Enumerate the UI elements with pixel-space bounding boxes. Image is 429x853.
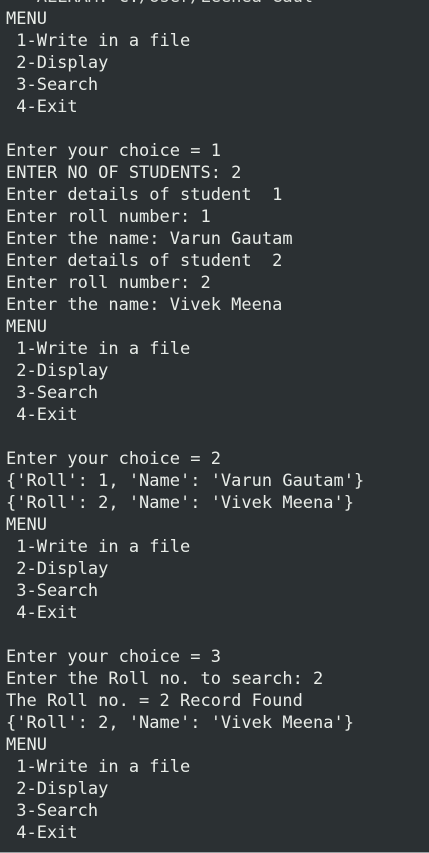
menu-title: MENU — [6, 317, 47, 337]
student-details-line: Enter details of student 2 — [6, 251, 283, 271]
student-name-line: Enter the name: Vivek Meena — [6, 295, 283, 315]
blank-line — [6, 624, 429, 646]
terminal-scrollback: ALLRAM: C:/User/Leenea Gaul MENU 1-Write… — [6, 0, 429, 844]
menu-title: MENU — [6, 515, 47, 535]
roll-number-line: Enter roll number: 2 — [6, 273, 211, 293]
search-roll-prompt-line: Enter the Roll no. to search: 2 — [6, 669, 324, 689]
menu-option-write: 1-Write in a file — [6, 31, 191, 51]
choice-prompt-line: Enter your choice = 2 — [6, 449, 221, 469]
record-found-line: The Roll no. = 2 Record Found — [6, 691, 303, 711]
menu-title: MENU — [6, 735, 47, 755]
menu-option-display: 2-Display — [6, 361, 109, 381]
choice-prompt-line: Enter your choice = 1 — [6, 141, 221, 161]
blank-line — [6, 426, 429, 448]
student-details-line: Enter details of student 1 — [6, 185, 283, 205]
menu-option-exit: 4-Exit — [6, 405, 78, 425]
student-name-line: Enter the name: Varun Gautam — [6, 229, 293, 249]
record-output-line: {'Roll': 2, 'Name': 'Vivek Meena'} — [6, 713, 354, 733]
cut-off-header-line: ALLRAM: C:/User/Leenea Gaul — [6, 0, 429, 8]
menu-option-display: 2-Display — [6, 779, 109, 799]
blank-line — [6, 118, 429, 140]
menu-option-exit: 4-Exit — [6, 603, 78, 623]
menu-option-display: 2-Display — [6, 53, 109, 73]
student-count-line: ENTER NO OF STUDENTS: 2 — [6, 163, 242, 183]
menu-option-write: 1-Write in a file — [6, 757, 191, 777]
menu-option-write: 1-Write in a file — [6, 339, 191, 359]
menu-option-exit: 4-Exit — [6, 97, 78, 117]
menu-option-write: 1-Write in a file — [6, 537, 191, 557]
roll-number-line: Enter roll number: 1 — [6, 207, 211, 227]
menu-option-search: 3-Search — [6, 581, 99, 601]
record-output-line: {'Roll': 2, 'Name': 'Vivek Meena'} — [6, 493, 354, 513]
menu-title: MENU — [6, 9, 47, 29]
record-output-line: {'Roll': 1, 'Name': 'Varun Gautam'} — [6, 471, 365, 491]
menu-option-search: 3-Search — [6, 801, 99, 821]
menu-option-search: 3-Search — [6, 383, 99, 403]
menu-option-exit: 4-Exit — [6, 823, 78, 843]
menu-option-display: 2-Display — [6, 559, 109, 579]
choice-prompt-line: Enter your choice = 3 — [6, 647, 221, 667]
menu-option-search: 3-Search — [6, 75, 99, 95]
